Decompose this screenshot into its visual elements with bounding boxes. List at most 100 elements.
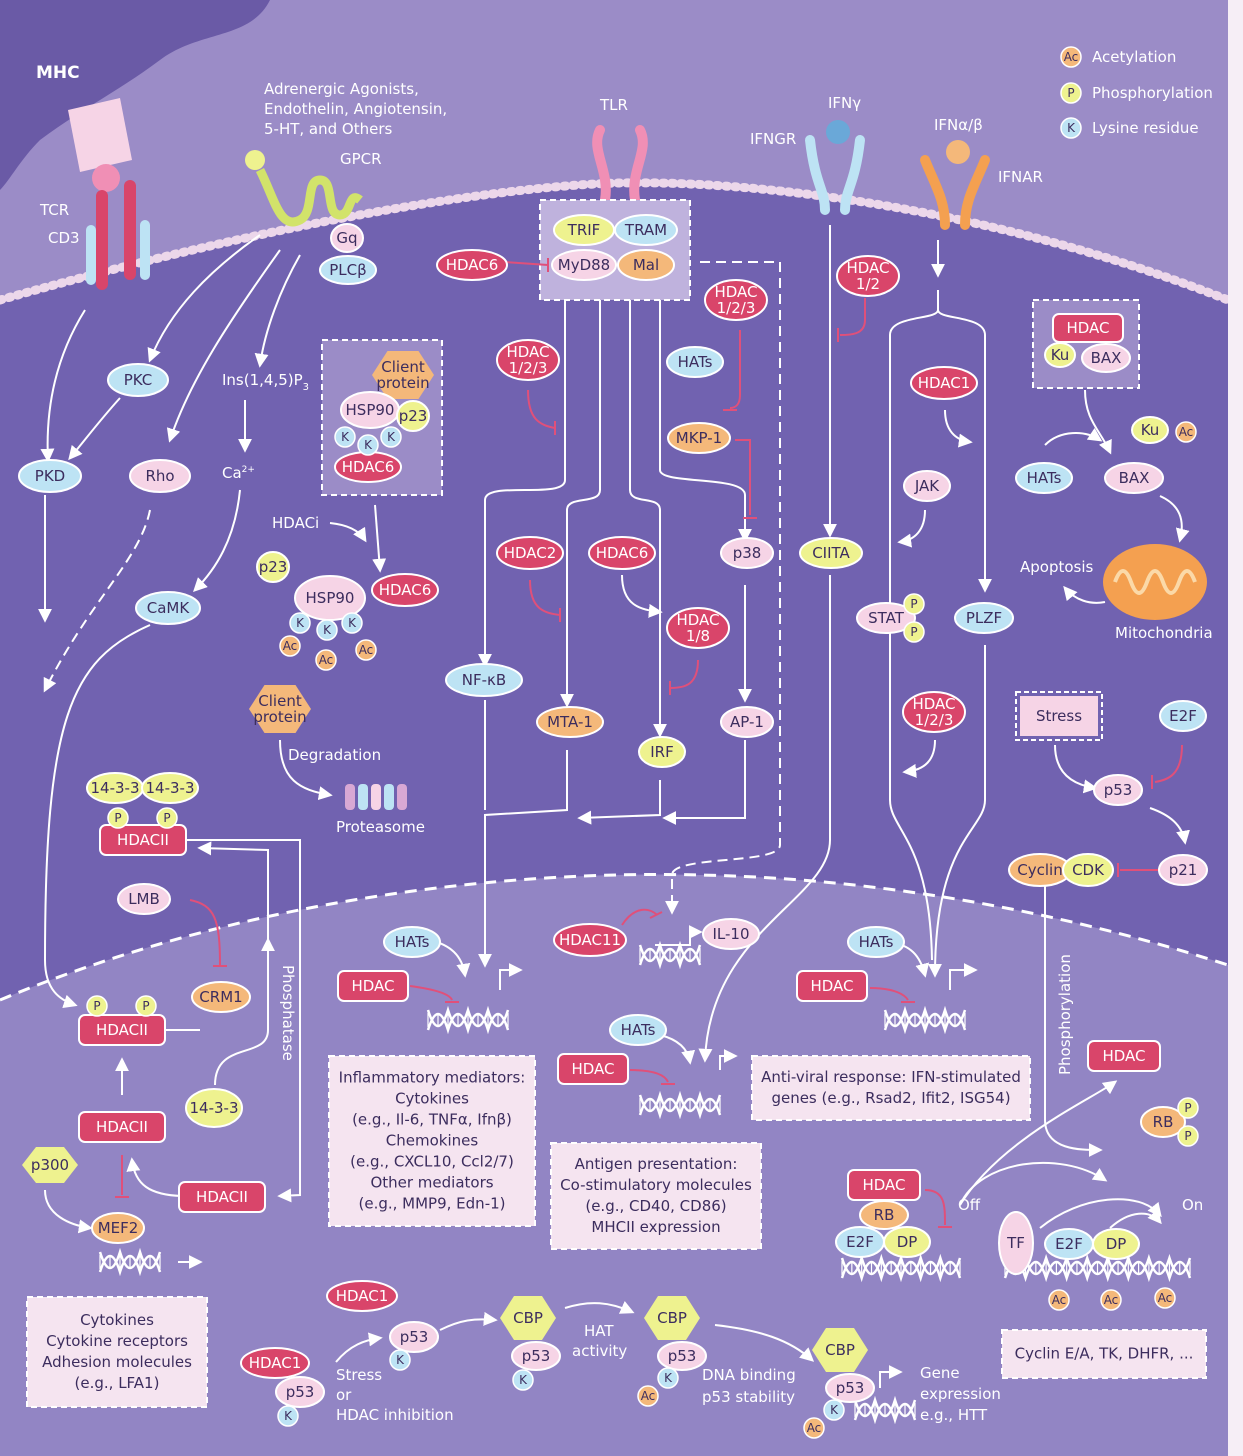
hdacii-b-p-1: P [86,995,108,1017]
plcb-label: PLCβ [329,261,366,279]
hdacii-b-label: HDACII [96,1021,148,1039]
hsp90-2-k-1: K [289,612,311,634]
antiviral-box-line-2: genes (e.g., Rsad2, Ifit2, ISG54) [771,1089,1010,1107]
legend-k-icon: K [1060,117,1082,139]
f1433-c-node: 14-3-3 [185,1088,243,1128]
tlr-receptor [592,125,648,205]
mal-node: Mal [617,249,675,281]
apoptosis-label: Apoptosis [1020,558,1094,576]
hdac12-label-1: HDAC [846,259,889,277]
legend-ac-text: Acetylation [1092,48,1176,66]
e2f-on-label: E2F [1055,1235,1083,1253]
p53-c-label: p53 [522,1347,551,1365]
p53-b-k: K [389,1349,411,1371]
bax-box-label: BAX [1091,349,1122,367]
antigen-box-line-3: (e.g., CD40, CD86) [585,1197,726,1215]
tf-node: TF [998,1211,1034,1275]
mitochondria-label: Mitochondria [1115,624,1213,642]
svg-text:Ac: Ac [1064,50,1079,64]
hsp90-2-ac-1: Ac [279,635,301,657]
chromatin-ac-2: Ac [1100,1289,1122,1311]
phosphatase-label: Phosphatase [279,965,297,1061]
client-1-label-1: Client [381,358,425,376]
f1433-a-node: 14-3-3 [86,772,144,804]
svg-text:Ac: Ac [807,1421,822,1435]
p53-d-ac: Ac [637,1385,659,1407]
ku-label: Ku [1141,421,1160,439]
hdac-bax-node: HDAC [1052,313,1124,343]
antigen-box-line-4: MHCII expression [591,1218,720,1236]
e2f-off-label: E2F [846,1233,874,1251]
hdac-rb-free-label: HDAC [1102,1047,1145,1065]
hdacii-d-node: HDACII [178,1181,266,1213]
hdacii-d-label: HDACII [196,1188,248,1206]
ins-label: Ins(1,4,5)P3 [222,371,309,393]
hat-activity-label-2: activity [572,1342,627,1360]
hdac123-c-node: HDAC1/2/3 [902,691,966,733]
pkd-node: PKD [18,459,82,493]
cyclin-node: Cyclin [1008,853,1072,887]
dna-helix-3 [638,1090,722,1120]
tf-label: TF [1006,1234,1025,1252]
cyclin-genes-box-line-1: Cyclin E/A, TK, DHFR, ... [1015,1345,1194,1363]
cdk-label: CDK [1072,861,1105,879]
p300-label: p300 [31,1156,69,1174]
hats-bax-node: HATs [1015,462,1073,494]
agonists-label-2: Endothelin, Angiotensin, [264,100,447,118]
svg-text:K: K [396,1353,405,1367]
jak-label: JAK [914,477,940,495]
e2f-label: E2F [1169,707,1197,725]
pkc-node: PKC [107,363,169,397]
ifngr-receptor [805,135,865,215]
cdk-node: CDK [1062,853,1114,887]
hdac6-hsp-label: HDAC6 [342,458,395,476]
camk-label: CaMK [147,599,191,617]
svg-text:P: P [910,597,917,611]
svg-text:K: K [387,430,396,444]
hdac1-b-label: HDAC1 [249,1354,302,1372]
inflammatory-box-line-5: (e.g., CXCL10, Ccl2/7) [350,1153,514,1171]
gpcr-label: GPCR [340,150,382,168]
gq-node: Gq [330,223,364,253]
hdac12-node: HDAC1/2 [836,255,900,297]
inflammatory-box-line-3: (e.g., Il-6, TNFα, Ifnβ) [352,1111,512,1129]
hdacii-a-node: HDACII [99,824,187,856]
mitochondria-icon [1103,544,1207,620]
antigen-box-line-1: Antigen presentation: [575,1155,738,1173]
crm1-node: CRM1 [191,981,251,1013]
svg-text:P: P [93,999,100,1013]
pkc-label: PKC [124,371,153,389]
cytokines-box-line-3: Adhesion molecules [42,1353,192,1371]
pathway-arrows [38,225,1190,1388]
hdac6-2-node: HDAC6 [371,573,439,607]
hdac18-label-1: HDAC [676,611,719,629]
svg-text:P: P [142,999,149,1013]
svg-text:Ac: Ac [1179,425,1194,439]
svg-text:Ac: Ac [283,639,298,653]
tcr-beta-chain [124,180,136,280]
rb-off-node: RB [859,1200,909,1230]
p53-b-node: p53 [389,1321,439,1353]
hsp90-k-2: K [357,434,379,456]
dna-helix-8 [853,1395,917,1425]
agonists-label-1: Adrenergic Agonists, [264,80,419,98]
ciita-label: CIITA [812,544,850,562]
tlr-adaptor-box [539,199,691,301]
gene-expression-label-1: Gene [920,1364,960,1382]
hdac6-b-node: HDAC6 [588,536,656,570]
p53-e-ac: Ac [803,1417,825,1439]
stat-label: STAT [868,609,905,627]
hsp90-2-ac-3: Ac [355,639,377,661]
mkp1-label: MKP-1 [676,429,722,447]
cytokines-box-line-4: (e.g., LFA1) [75,1374,160,1392]
cyclin-genes-box: Cyclin E/A, TK, DHFR, ... [1001,1329,1207,1379]
svg-text:K: K [348,616,357,630]
cd3-chain-2 [140,220,150,280]
ifng-ligand [826,120,850,144]
myd88-label: MyD88 [558,256,610,274]
tcr-label: TCR [39,201,69,219]
cbp-1-node: CBP [500,1296,556,1340]
p53-c-k: K [512,1369,534,1391]
p23-2-node: p23 [256,551,290,583]
